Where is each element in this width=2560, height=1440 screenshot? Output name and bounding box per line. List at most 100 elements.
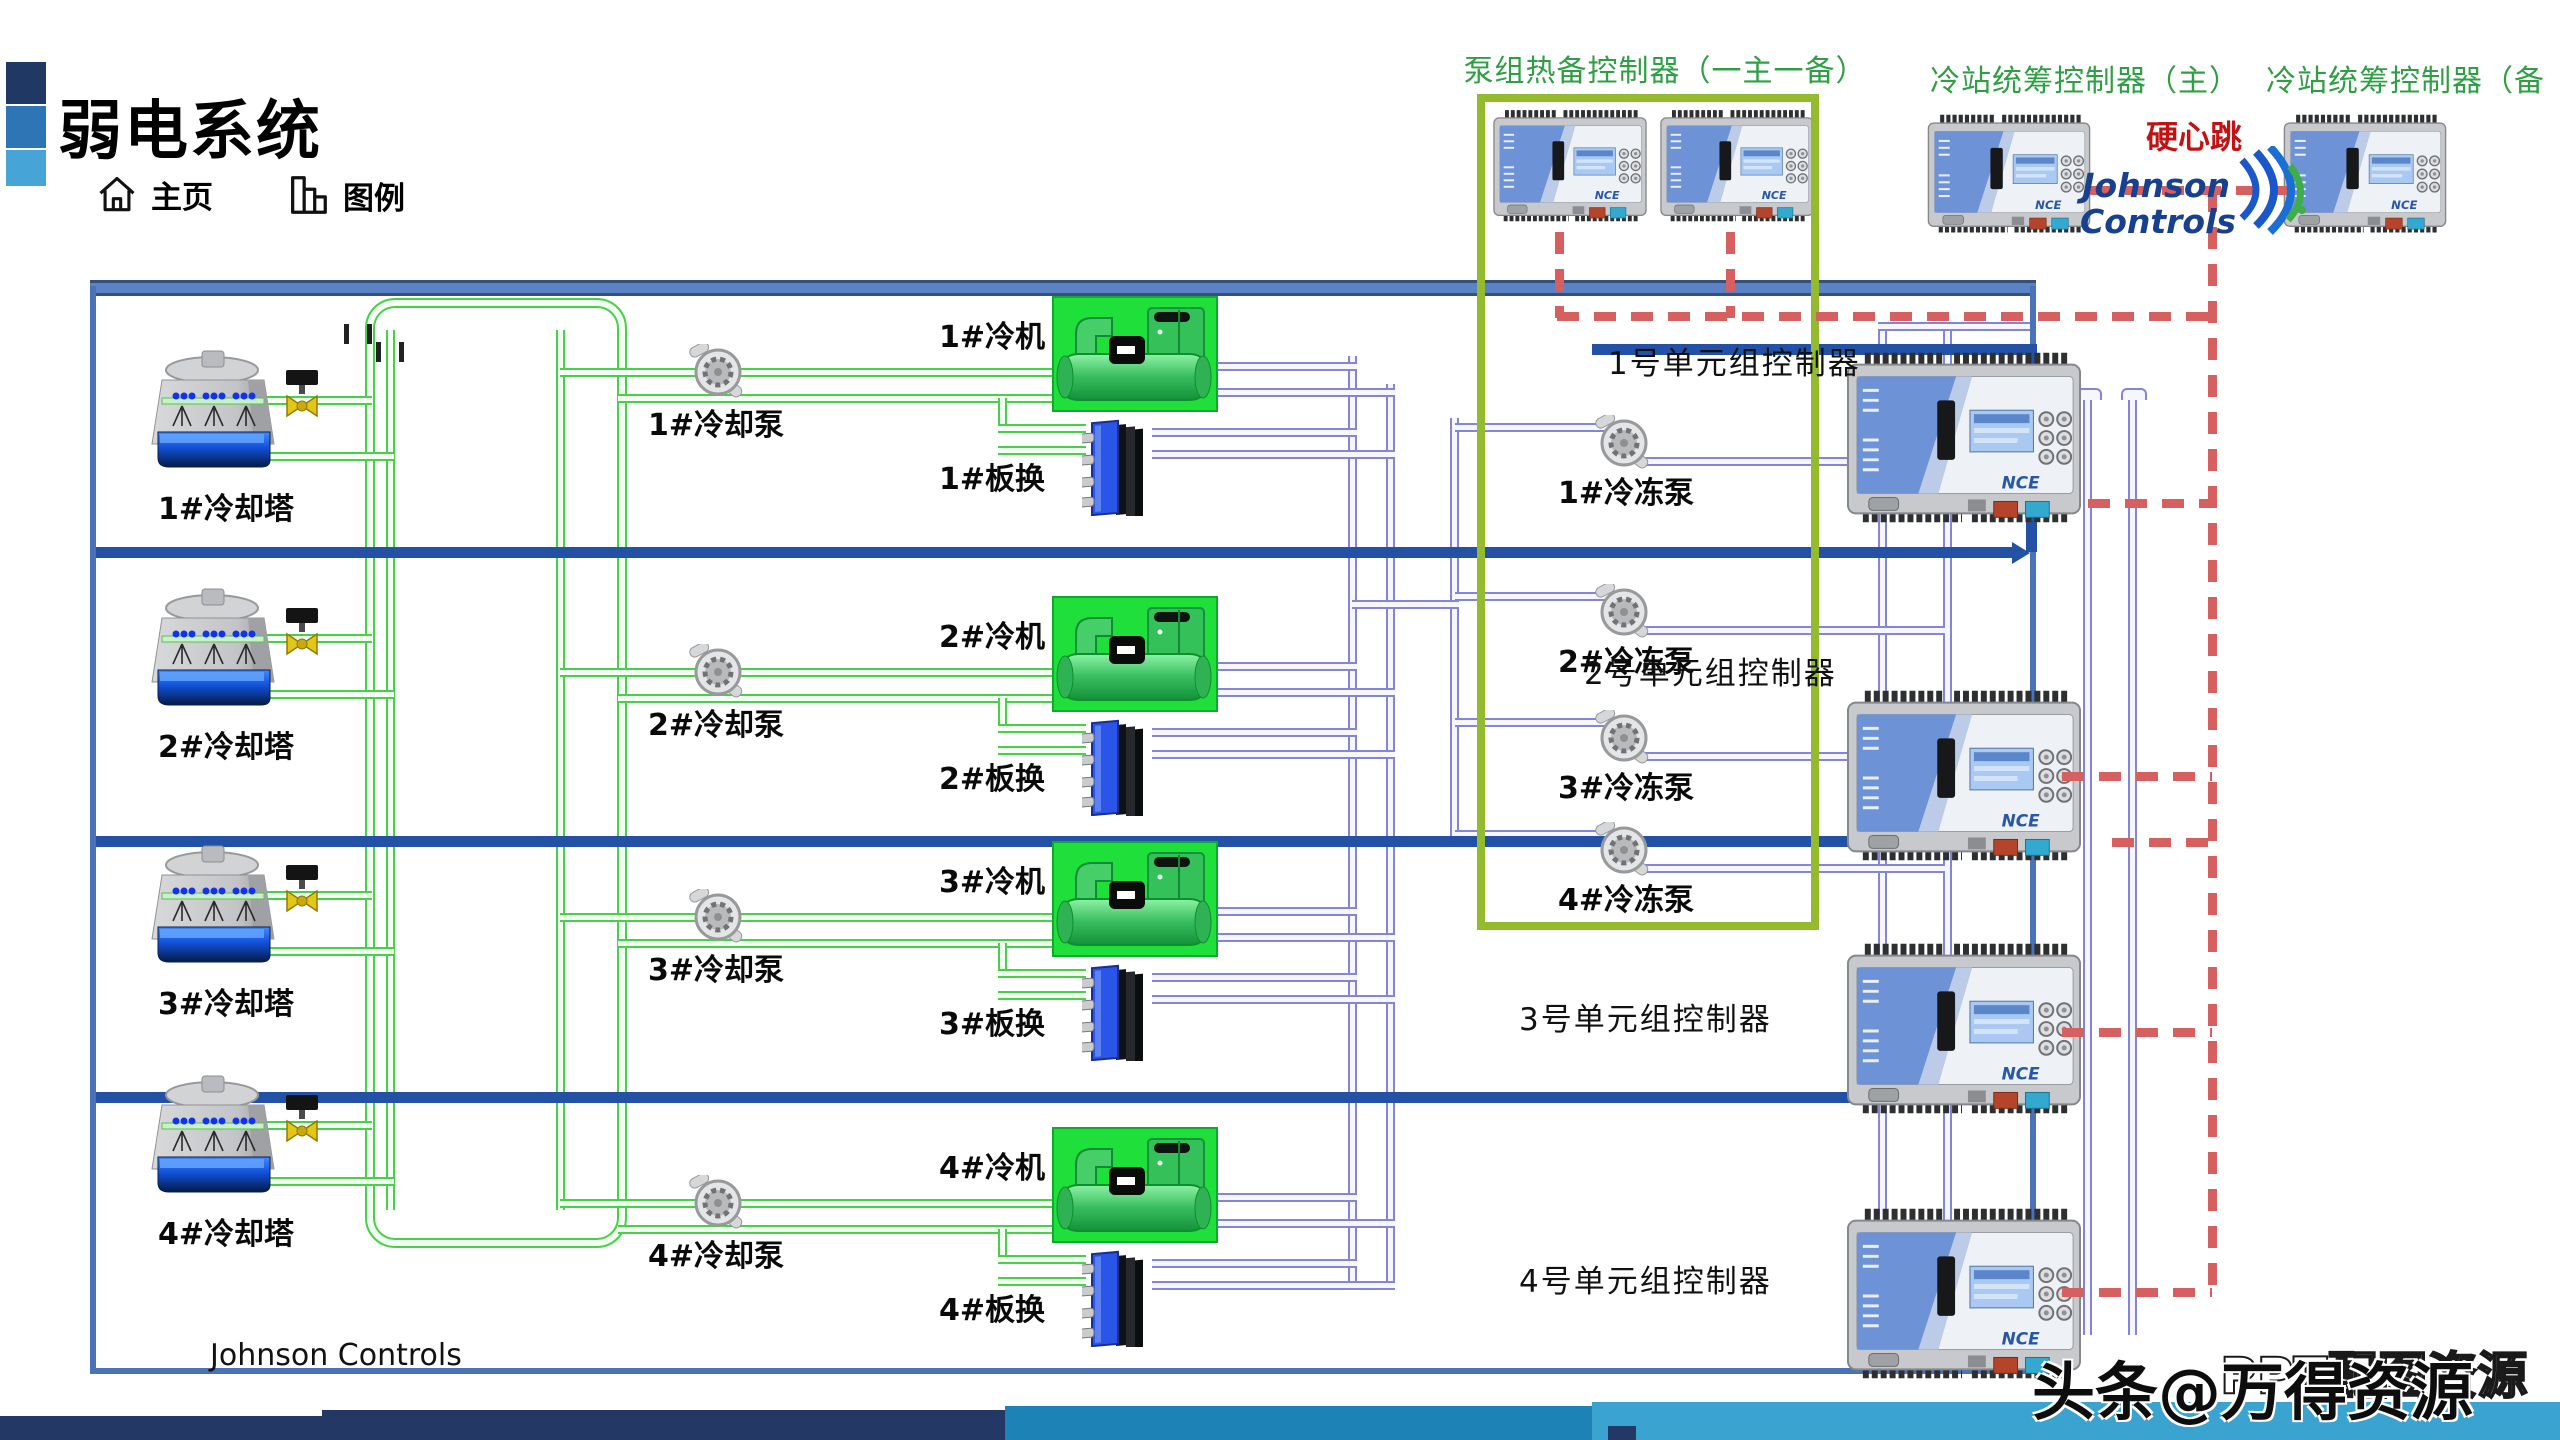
pipe — [618, 1225, 1052, 1234]
pipe — [1352, 600, 1459, 609]
pipe — [1218, 388, 1395, 397]
pipe — [560, 368, 1052, 377]
pipe — [998, 698, 1007, 732]
johnson-controls-logo-text: Johnson Controls — [2080, 168, 2237, 241]
cooling-pump-1-label: 1#冷却泵 — [648, 408, 785, 443]
standby-highlight-box — [1477, 94, 1819, 930]
hx-2-label: 2#板换 — [938, 762, 1045, 797]
chilled-pump-4-label: 4#冷冻泵 — [1558, 883, 1695, 918]
cooling-pump-2-label: 2#冷却泵 — [648, 708, 785, 743]
pipe — [618, 694, 1052, 703]
chiller-3[interactable] — [1052, 841, 1218, 957]
cooling-tower-1[interactable] — [150, 350, 280, 490]
unit-controller-1[interactable] — [1845, 348, 2083, 528]
red-dashed-stub-ctrl4 — [2062, 1288, 2212, 1297]
chiller-4-label: 4#冷机 — [938, 1151, 1045, 1186]
brand-line2: Controls — [2080, 202, 2237, 241]
frame-bottom-border — [90, 1368, 2036, 1374]
heartbeat-link — [2088, 186, 2292, 195]
chiller-4[interactable] — [1052, 1127, 1218, 1243]
pipe — [998, 943, 1007, 977]
chiller-2-label: 2#冷机 — [938, 620, 1045, 655]
pipe — [1218, 362, 1357, 371]
plate-hx-2[interactable] — [1082, 712, 1156, 816]
tower-valve-4[interactable] — [282, 1093, 322, 1147]
cooling-tower-2[interactable] — [150, 588, 280, 728]
pipe — [998, 1277, 1086, 1286]
row-separator-1-arrow — [2012, 542, 2030, 564]
pipe — [998, 969, 1086, 978]
pipe — [1218, 907, 1357, 916]
watermark-ghost: PPT配图资源 — [2219, 1346, 2528, 1406]
chiller-1-label: 1#冷机 — [938, 320, 1045, 355]
pipe — [1450, 418, 1459, 838]
nav-home[interactable]: 主页 — [95, 172, 213, 217]
unit-controller-2[interactable] — [1845, 686, 2083, 866]
home-icon — [95, 173, 139, 217]
coordinator-main-controller[interactable] — [1926, 112, 2092, 236]
pipe — [560, 1199, 1052, 1208]
frame-left-border — [90, 286, 96, 1374]
footer-bar-mid — [1005, 1406, 1592, 1440]
legend-icon — [285, 172, 331, 218]
nav-legend[interactable]: 图例 — [285, 172, 405, 218]
cooling-pump-2[interactable] — [688, 644, 748, 704]
cooling-pump-4[interactable] — [688, 1175, 748, 1235]
pipe — [1152, 428, 1357, 437]
pipe — [1152, 1259, 1357, 1268]
tower-2-label: 2#冷却塔 — [158, 730, 295, 765]
pipe — [1152, 450, 1395, 459]
cooling-tower-3[interactable] — [150, 845, 280, 985]
hx-1-label: 1#板换 — [938, 462, 1045, 497]
red-dashed-riser — [2208, 190, 2217, 1297]
tower-valve-3[interactable] — [282, 863, 322, 917]
pipe — [618, 939, 1052, 948]
plate-hx-4[interactable] — [1082, 1243, 1156, 1347]
chilled-pump-2-label: 2#冷冻泵 — [1558, 645, 1695, 680]
unit-controller-3-label: 3号单元组控制器 — [1519, 1002, 1772, 1038]
pipe — [1152, 750, 1395, 759]
red-dashed-stub-standby2 — [1726, 232, 1735, 318]
deco-square-navy — [6, 62, 46, 104]
tower-valve-2[interactable] — [282, 606, 322, 660]
pipe — [1455, 592, 1605, 601]
hx-3-label: 3#板换 — [938, 1007, 1045, 1042]
cooling-pump-1[interactable] — [688, 344, 748, 404]
pipe — [1152, 973, 1357, 982]
pipe — [1152, 995, 1395, 1004]
footer-bar-navy-step — [0, 1416, 322, 1440]
pipe — [1218, 933, 1395, 942]
chiller-2[interactable] — [1052, 596, 1218, 712]
unit-controller-2-label: 2号单元组控制器 — [1584, 656, 1837, 692]
standby-group-label: 泵组热备控制器（一主一备） — [1463, 54, 1867, 89]
unit-controller-1-label: 1号单元组控制器 — [1608, 346, 1861, 382]
plate-hx-1[interactable] — [1082, 412, 1156, 516]
pipe — [1348, 356, 1357, 1290]
cooling-pump-3[interactable] — [688, 889, 748, 949]
tower-4-label: 4#冷却塔 — [158, 1217, 295, 1252]
pipe — [1640, 626, 1945, 635]
network-trunk-line — [1592, 344, 2026, 355]
tower-valve-1[interactable] — [282, 368, 322, 422]
pipe — [1455, 423, 1605, 432]
nav-legend-label: 图例 — [343, 180, 405, 217]
chiller-1[interactable] — [1052, 296, 1218, 412]
pipe — [1152, 728, 1357, 737]
pipe — [1640, 752, 1945, 761]
red-dashed-stub-standby1 — [1555, 232, 1564, 318]
pipe-riser-b — [556, 330, 565, 1210]
unit-controller-4-label: 4号单元组控制器 — [1519, 1264, 1772, 1300]
johnson-controls-swoosh-icon — [2232, 146, 2312, 236]
footer-bar-light — [1592, 1402, 2560, 1440]
pipe — [1640, 864, 1945, 873]
deco-square-lightblue — [6, 150, 46, 186]
red-dashed-stub-ctrl1 — [2088, 499, 2212, 508]
unit-controller-3[interactable] — [1845, 939, 2083, 1119]
pipe — [1218, 662, 1357, 671]
hx-4-label: 4#板换 — [938, 1293, 1045, 1328]
pipe — [998, 746, 1086, 755]
plate-hx-3[interactable] — [1082, 957, 1156, 1061]
cooling-tower-4[interactable] — [150, 1075, 280, 1215]
red-dashed-stub-ctrl2 — [2062, 772, 2212, 781]
